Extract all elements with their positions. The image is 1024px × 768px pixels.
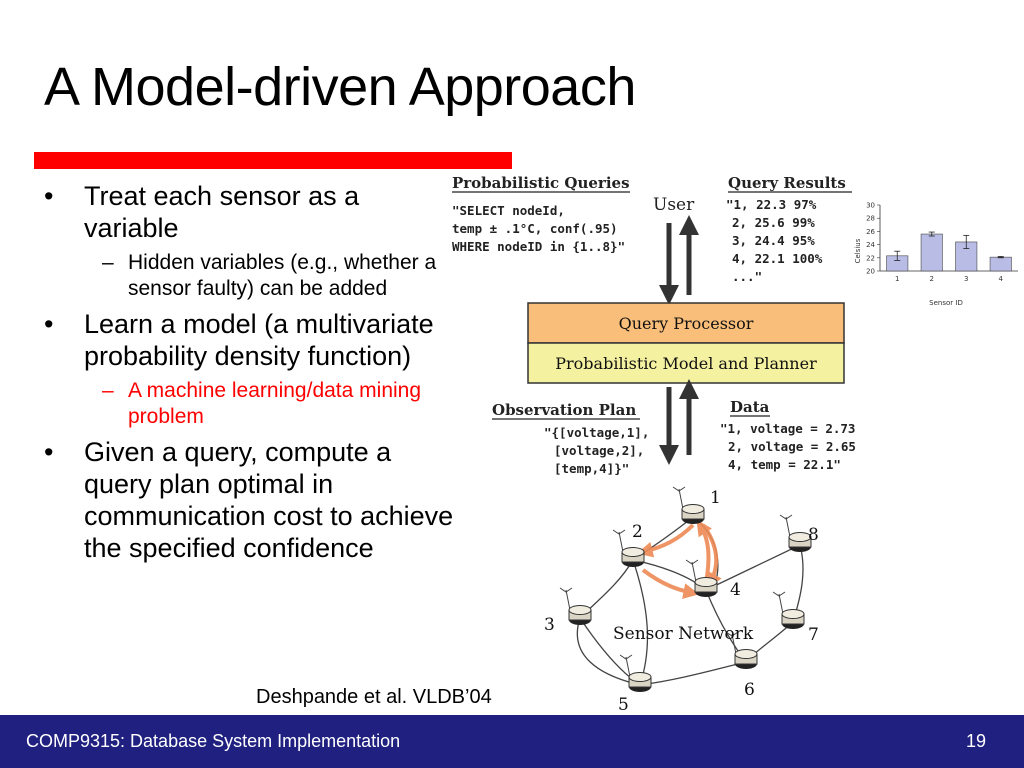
chart-x-tick-label: 2 [930, 275, 934, 283]
chart-y-tick-label: 28 [866, 215, 875, 223]
chart-y-axis-label: Celsius [854, 238, 862, 263]
bullet-item: • Learn a model (a multivariate probabil… [44, 308, 454, 372]
data-line: 4, temp = 22.1" [728, 457, 841, 472]
sensor-nodes [559, 486, 812, 692]
sensor-node-icon [779, 514, 812, 552]
sub-bullet-text: A machine learning/data mining problem [128, 379, 422, 428]
sensor-node-icon [612, 529, 645, 567]
sub-bullet-dash-icon: – [102, 251, 114, 274]
sub-bullet-item: – A machine learning/data mining problem [44, 378, 454, 430]
query-line: WHERE nodeID in {1..8}" [452, 239, 625, 254]
sub-bullet-item: – Hidden variables (e.g., whether a sens… [44, 250, 454, 302]
page-number: 19 [965, 731, 986, 751]
result-line: 3, 24.4 95% [732, 233, 815, 248]
query-results-heading: Query Results [728, 174, 846, 192]
chart-y-tick-label: 26 [866, 228, 875, 236]
footer-bar: COMP9315: Database System Implementation… [0, 715, 1024, 768]
chart-x-tick-label: 1 [895, 275, 899, 283]
architecture-diagram: Probabilistic Queries "SELECT nodeId, te… [452, 174, 1024, 715]
data-heading: Data [730, 398, 770, 416]
results-bar-chart: 20 22 24 26 28 30 1 2 3 4 Celsius Sensor ID [854, 193, 1024, 311]
plan-line: "{[voltage,1], [544, 425, 649, 440]
chart-x-axis-label: Sensor ID [929, 299, 963, 307]
node-label-1: 1 [710, 488, 721, 508]
model-planner-label: Probabilistic Model and Planner [555, 354, 817, 373]
chart-y-tick-label: 20 [866, 268, 875, 276]
bullet-text: Learn a model (a multivariate probabilit… [84, 309, 434, 371]
course-name: COMP9315: Database System Implementation [26, 731, 401, 751]
sensor-node-icon [725, 631, 758, 669]
data-line: 2, voltage = 2.65 [728, 439, 856, 454]
node-label-7: 7 [808, 625, 819, 645]
bullet-dot-icon: • [44, 437, 54, 467]
bullet-list: • Treat each sensor as a variable – Hidd… [44, 180, 454, 570]
node-label-4: 4 [730, 580, 741, 600]
node-label-3: 3 [544, 615, 555, 635]
sensor-node-icon [772, 591, 805, 629]
result-line: ..." [732, 269, 762, 284]
sensor-node-icon [559, 587, 592, 625]
result-line: "1, 22.3 97% [726, 197, 817, 212]
node-label-8: 8 [808, 525, 819, 545]
query-line: temp ± .1°C, conf(.95) [452, 221, 618, 236]
chart-y-tick-label: 30 [866, 202, 875, 210]
slide-title: A Model-driven Approach [44, 57, 636, 117]
sub-bullet-dash-icon: – [102, 379, 114, 402]
result-line: 2, 25.6 99% [732, 215, 815, 230]
query-line: "SELECT nodeId, [452, 203, 565, 218]
sensor-node-icon [685, 559, 718, 597]
bullet-item: • Treat each sensor as a variable [44, 180, 454, 244]
sub-bullet-text: Hidden variables (e.g., whether a sensor… [128, 251, 437, 300]
bullet-text: Treat each sensor as a variable [84, 181, 360, 243]
data-line: "1, voltage = 2.73 [720, 421, 855, 436]
network-links [576, 516, 804, 686]
observation-plan-heading: Observation Plan [492, 401, 636, 419]
node-label-6: 6 [744, 680, 755, 700]
probabilistic-queries-heading: Probabilistic Queries [452, 174, 630, 192]
user-label: User [653, 195, 695, 215]
query-processor-box [527, 302, 845, 344]
node-label-5: 5 [618, 695, 629, 715]
node-label-2: 2 [632, 522, 643, 542]
bullet-dot-icon: • [44, 309, 54, 339]
bullet-dot-icon: • [44, 181, 54, 211]
chart-y-tick-label: 24 [866, 241, 875, 249]
title-underline-bar [34, 152, 512, 169]
chart-x-tick-label: 3 [964, 275, 968, 283]
citation: Deshpande et al. VLDB’04 [256, 686, 492, 708]
chart-bar-4 [989, 256, 1012, 272]
query-processor-label: Query Processor [619, 314, 754, 333]
bullet-item: • Given a query, compute a query plan op… [44, 436, 454, 564]
sensor-network-label: Sensor Network [613, 624, 754, 644]
chart-y-tick-label: 22 [866, 254, 875, 262]
chart-bar-2 [920, 233, 943, 272]
model-planner-box [527, 342, 845, 384]
result-line: 4, 22.1 100% [732, 251, 823, 266]
sensor-node-icon [619, 654, 652, 692]
chart-plot-area: 20 22 24 26 28 30 1 2 3 4 [866, 202, 1018, 283]
bullet-text: Given a query, compute a query plan opti… [84, 437, 454, 563]
chart-x-tick-label: 4 [999, 275, 1004, 283]
plan-line: [voltage,2], [554, 443, 644, 458]
plan-line: [temp,4]}" [554, 461, 629, 476]
sensor-node-icon [672, 486, 705, 524]
